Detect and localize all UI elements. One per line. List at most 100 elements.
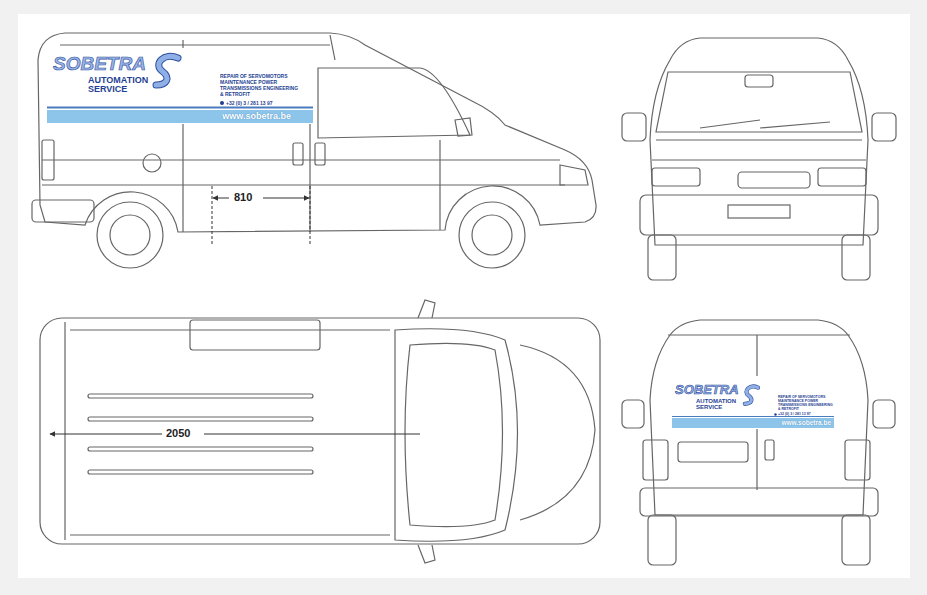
front-view [622, 38, 896, 280]
rear-view-part [622, 400, 644, 428]
side-livery-panel-part [156, 56, 178, 85]
side-livery-panel-part [220, 101, 224, 105]
front-view-part [650, 38, 868, 245]
front-view-part [760, 122, 830, 128]
side-view-part [60, 44, 330, 45]
side-livery-panel-part-part [156, 56, 178, 85]
service-list: REPAIR OF SERVOMOTORS MAINTENANCE POWER … [778, 395, 834, 411]
front-view-part [656, 139, 862, 140]
rear-view-part [845, 440, 870, 480]
rear-view-part [650, 320, 868, 515]
top-view [40, 300, 600, 563]
top-view-part [88, 447, 313, 451]
side-view-part [330, 35, 335, 60]
url-band: www.sobetra.be [672, 418, 834, 428]
top-view-part [88, 394, 313, 398]
brand-logo: SOBETRA [675, 382, 739, 397]
brand-subtitle: AUTOMATION SERVICE [88, 76, 152, 94]
top-view-part [88, 470, 313, 474]
front-view-part [728, 205, 790, 218]
rear-view-part [873, 400, 895, 428]
rear-view-part [842, 515, 870, 565]
side-livery-panel-part [45, 48, 315, 124]
dimension-810-part [310, 186, 311, 245]
rear-livery-panel-part [745, 387, 758, 404]
side-view [32, 33, 596, 268]
dimension-2050-part [204, 434, 420, 435]
side-livery-panel [45, 48, 315, 124]
top-view-part [88, 417, 313, 421]
side-view-part [459, 202, 525, 268]
top-view-part [70, 329, 390, 330]
rear-livery-panel-part [666, 376, 852, 429]
rear-livery-panel-part [774, 413, 776, 415]
top-view-part [395, 329, 518, 542]
side-view-part [293, 143, 303, 165]
rear-livery-panel-part [672, 416, 834, 417]
front-view-part [656, 72, 862, 132]
rear-livery-panel-part-part [745, 387, 758, 404]
rear-livery-panel [666, 376, 852, 429]
side-view-part [97, 202, 163, 268]
top-view-part [70, 534, 390, 535]
rear-view-part [668, 334, 850, 335]
dimension-2050-part [50, 434, 162, 435]
side-view-part [560, 165, 588, 185]
side-view-part [32, 200, 94, 222]
front-view-part [745, 75, 773, 87]
rear-view-part [640, 488, 878, 516]
top-view-part [405, 343, 503, 526]
phone-number: +32 (0) 3 / 281 13 97 [226, 100, 310, 106]
front-view-part [622, 113, 646, 141]
dimension-810-part [213, 198, 229, 199]
dimension-value: 2050 [164, 427, 192, 440]
top-view-part [418, 545, 435, 563]
front-view-part [872, 113, 896, 141]
top-view-part [418, 300, 435, 318]
dimension-value: 810 [232, 191, 254, 204]
side-view-part [315, 143, 325, 165]
front-view-part [652, 168, 700, 186]
website-url: www.sobetra.be [672, 418, 834, 428]
service-list: REPAIR OF SERVOMOTORS MAINTENANCE POWER … [220, 73, 300, 97]
side-view-part [143, 154, 161, 172]
dimension-810 [212, 186, 310, 245]
side-view-part [110, 215, 150, 255]
top-view-part [520, 345, 595, 520]
front-view-part [818, 168, 866, 186]
front-view-part [738, 172, 810, 188]
rear-view-part [648, 515, 676, 565]
rear-view [622, 320, 895, 565]
side-view-part [42, 184, 565, 185]
brand-subtitle: AUTOMATION SERVICE [696, 398, 740, 410]
side-view-part [318, 68, 470, 138]
dimension-810-part [212, 186, 213, 245]
top-view-part [64, 322, 65, 540]
side-view-part [455, 118, 472, 136]
top-view-part [190, 320, 320, 350]
front-view-part [842, 235, 870, 280]
top-view-part [40, 318, 600, 544]
front-view-part [648, 235, 676, 280]
dimension-2050 [50, 434, 420, 435]
front-view-part [652, 159, 866, 160]
dimension-810-part [263, 198, 309, 199]
side-view-part [472, 215, 512, 255]
rear-view-part [765, 440, 774, 460]
website-url: www.sobetra.be [47, 110, 313, 123]
side-view-part [42, 159, 560, 160]
rear-view-part [643, 440, 668, 480]
front-view-part [640, 195, 878, 235]
side-livery-panel-part-part [156, 56, 178, 85]
brand-logo: SOBETRA [53, 53, 146, 75]
side-view-part [38, 33, 596, 232]
front-view-part [700, 120, 760, 128]
rear-view-part [678, 442, 748, 462]
url-band: www.sobetra.be [47, 110, 313, 123]
rear-livery-panel-part-part [745, 387, 758, 404]
side-view-part [42, 140, 54, 180]
side-livery-panel-part [47, 107, 313, 109]
phone-number: +32 (0) 3 / 281 13 97 [778, 412, 834, 416]
